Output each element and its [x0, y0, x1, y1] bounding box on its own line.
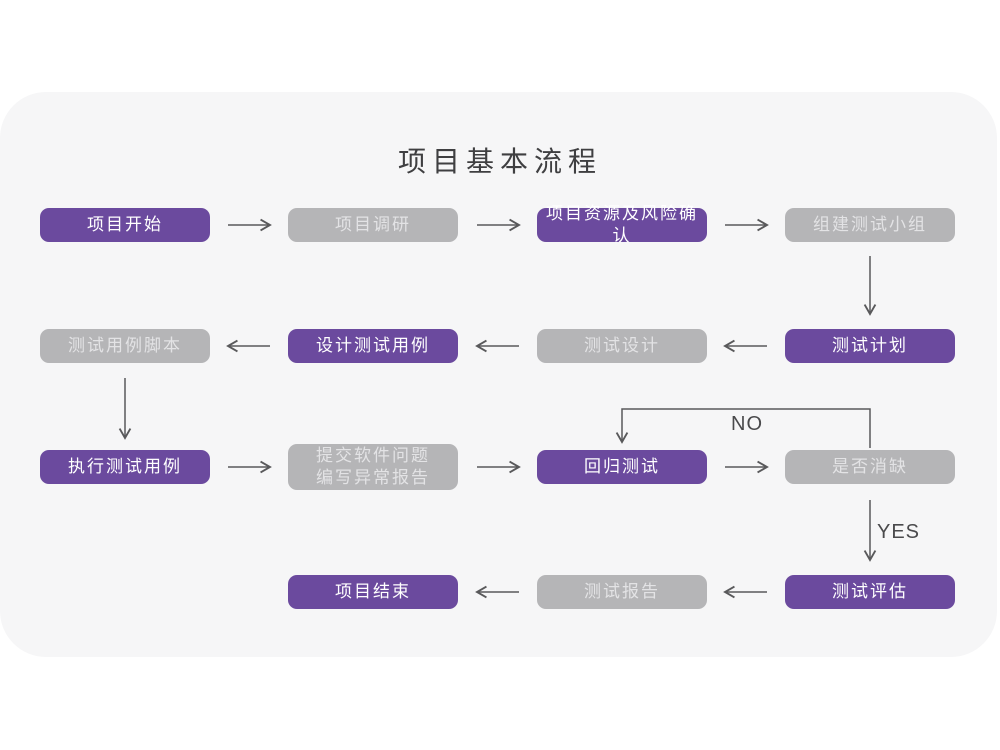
- flow-node-submit-issue-report: 提交软件问题 编写异常报告: [288, 444, 458, 490]
- flow-node-execute-test-cases: 执行测试用例: [40, 450, 210, 484]
- flow-node-project-start: 项目开始: [40, 208, 210, 242]
- flow-node-build-test-team: 组建测试小组: [785, 208, 955, 242]
- flow-node-test-plan: 测试计划: [785, 329, 955, 363]
- edge-label-no: NO: [731, 413, 763, 435]
- flow-node-test-case-script: 测试用例脚本: [40, 329, 210, 363]
- flowchart-card-background: [0, 92, 997, 657]
- flow-node-defect-cleared-decision: 是否消缺: [785, 450, 955, 484]
- flow-node-design-test-cases: 设计测试用例: [288, 329, 458, 363]
- flow-node-project-end: 项目结束: [288, 575, 458, 609]
- edge-label-yes: YES: [877, 521, 921, 543]
- flow-node-project-research: 项目调研: [288, 208, 458, 242]
- flow-node-test-report: 测试报告: [537, 575, 707, 609]
- flow-node-test-evaluation: 测试评估: [785, 575, 955, 609]
- flow-node-regression-test: 回归测试: [537, 450, 707, 484]
- flow-node-test-design: 测试设计: [537, 329, 707, 363]
- flow-node-resources-risk-confirm: 项目资源及风险确认: [537, 204, 707, 245]
- page-title: 项目基本流程: [397, 146, 602, 177]
